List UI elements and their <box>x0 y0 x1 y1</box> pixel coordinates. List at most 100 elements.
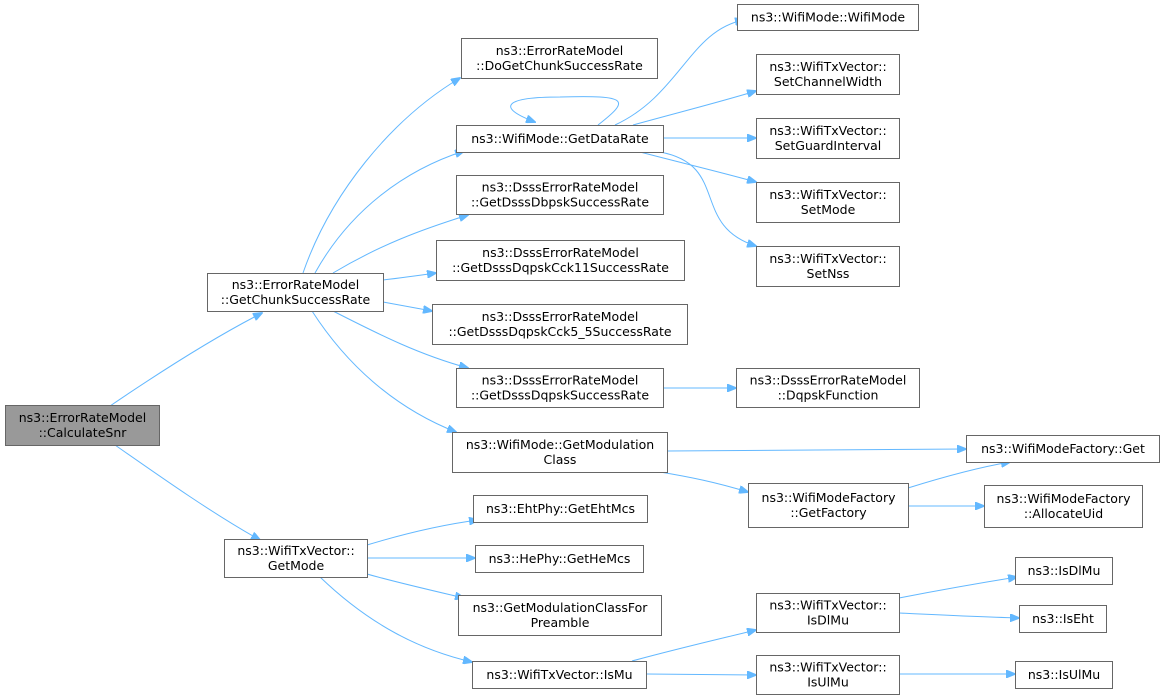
node-label: ns3::HePhy::GetHeMcs <box>489 551 631 566</box>
node-label: ::DoGetChunkSuccessRate <box>476 58 643 73</box>
node-label: ns3::IsEht <box>1032 611 1094 626</box>
node-label: ns3::IsDlMu <box>1028 563 1101 578</box>
edge-calcSnr-to-txGetMode <box>114 444 260 540</box>
node-isMu[interactable]: ns3::WifiTxVector::IsMu <box>472 661 647 689</box>
node-label: SetNss <box>807 266 850 281</box>
node-cck55[interactable]: ns3::DsssErrorRateModel::GetDsssDqpskCck… <box>432 304 688 345</box>
node-label: ns3::WifiModeFactory::Get <box>981 441 1145 456</box>
node-isDlMu[interactable]: ns3::IsDlMu <box>1015 557 1113 585</box>
node-box <box>472 661 647 689</box>
node-wifiModeCtor[interactable]: ns3::WifiMode::WifiMode <box>737 4 919 31</box>
edge-txGetMode-to-isMu <box>319 576 472 662</box>
node-label: ns3::ErrorRateModel <box>496 43 623 58</box>
node-box <box>984 485 1143 528</box>
node-allocUid[interactable]: ns3::WifiModeFactory::AllocateUid <box>984 485 1143 528</box>
edge-getChunk-to-getModClass <box>311 310 456 432</box>
node-txGetMode[interactable]: ns3::WifiTxVector::GetMode <box>224 539 368 578</box>
node-box <box>461 38 658 79</box>
node-box <box>475 545 644 573</box>
edge-getChunk-to-dqpsk <box>332 310 468 368</box>
edge-getModClass-to-factoryGet <box>666 449 966 451</box>
node-box <box>5 405 160 446</box>
node-box <box>748 483 909 528</box>
node-label: ns3::WifiTxVector::IsMu <box>486 667 632 682</box>
node-label: ns3::GetModulationClassFor <box>473 600 649 615</box>
node-box <box>756 54 900 95</box>
edge-getDataRate-to-setMode <box>639 151 756 182</box>
node-getEhtMcs[interactable]: ns3::EhtPhy::GetEhtMcs <box>473 495 648 523</box>
edge-getChunk-to-doGetChunk <box>302 78 460 274</box>
node-factoryGet[interactable]: ns3::WifiModeFactory::Get <box>966 435 1160 463</box>
node-label: IsUlMu <box>807 675 849 690</box>
node-box <box>756 246 900 287</box>
node-label: ns3::DsssErrorRateModel <box>482 309 639 324</box>
node-box <box>1015 557 1113 585</box>
node-label: ::GetDsssDqpskCck11SuccessRate <box>452 260 669 275</box>
node-isUlMu[interactable]: ns3::IsUlMu <box>1015 661 1113 689</box>
node-box <box>432 304 688 345</box>
node-getFactory[interactable]: ns3::WifiModeFactory::GetFactory <box>748 483 909 528</box>
node-label: SetChannelWidth <box>774 74 882 89</box>
node-txIsUlMu[interactable]: ns3::WifiTxVector::IsUlMu <box>756 655 900 695</box>
node-label: ns3::WifiModeFactory <box>997 491 1132 506</box>
node-getHeMcs[interactable]: ns3::HePhy::GetHeMcs <box>475 545 644 573</box>
node-label: ns3::WifiTxVector:: <box>769 598 886 613</box>
node-label: ns3::DsssErrorRateModel <box>482 373 639 388</box>
edge-getFactory-to-factoryGet <box>907 462 1010 489</box>
node-txIsDlMu[interactable]: ns3::WifiTxVector::IsDlMu <box>756 593 900 633</box>
node-box <box>756 655 900 695</box>
node-dqpskFn[interactable]: ns3::DsssErrorRateModel::DqpskFunction <box>736 368 920 408</box>
node-getDataRate[interactable]: ns3::WifiMode::GetDataRate <box>456 125 664 153</box>
node-label: ns3::WifiTxVector:: <box>769 660 886 675</box>
node-box <box>456 368 664 408</box>
edge-txGetMode-to-getModClassPre <box>366 573 464 598</box>
edge-getChunk-to-cck55 <box>382 301 432 311</box>
node-box <box>224 539 368 578</box>
node-setNss[interactable]: ns3::WifiTxVector::SetNss <box>756 246 900 287</box>
node-box <box>456 175 664 215</box>
node-box <box>456 125 664 153</box>
node-label: ns3::WifiTxVector:: <box>237 543 354 558</box>
node-label: ns3::WifiMode::WifiMode <box>751 10 906 25</box>
edge-txGetMode-to-getEhtMcs <box>366 520 478 546</box>
node-label: ns3::DsssErrorRateModel <box>482 245 639 260</box>
node-label: ::AllocateUid <box>1024 506 1103 521</box>
node-box <box>207 273 384 312</box>
node-label: Class <box>544 452 577 467</box>
node-getModClass[interactable]: ns3::WifiMode::GetModulationClass <box>452 432 668 473</box>
node-box <box>737 4 919 31</box>
node-label: ns3::IsUlMu <box>1028 667 1100 682</box>
node-setMode[interactable]: ns3::WifiTxVector::SetMode <box>756 182 900 223</box>
edge-getDataRate-to-wifiModeCtor <box>614 20 744 126</box>
node-label: ::GetFactory <box>790 505 867 520</box>
node-label: ::GetDsssDqpskSuccessRate <box>471 388 649 403</box>
node-label: ::GetDsssDqpskCck5_5SuccessRate <box>448 324 671 339</box>
node-dqpsk[interactable]: ns3::DsssErrorRateModel::GetDsssDqpskSuc… <box>456 368 664 408</box>
node-label: SetMode <box>801 202 856 217</box>
node-cck11[interactable]: ns3::DsssErrorRateModel::GetDsssDqpskCck… <box>436 240 685 281</box>
node-label: Preamble <box>531 615 590 630</box>
edge-calcSnr-to-getChunk <box>109 313 262 407</box>
edge-getChunk-to-dbpsk <box>332 215 468 274</box>
node-calcSnr[interactable]: ns3::ErrorRateModel::CalculateSnr <box>5 405 160 446</box>
node-box <box>756 118 900 159</box>
node-dbpsk[interactable]: ns3::DsssErrorRateModel::GetDsssDbpskSuc… <box>456 175 664 215</box>
node-box <box>458 595 662 636</box>
node-label: ns3::WifiTxVector:: <box>769 251 886 266</box>
edge-isMu-to-txIsDlMu <box>631 630 756 662</box>
node-label: ns3::ErrorRateModel <box>19 410 146 425</box>
node-label: ns3::WifiModeFactory <box>762 490 897 505</box>
edge-getDataRate-to-setNss <box>659 151 756 246</box>
node-setGuard[interactable]: ns3::WifiTxVector::SetGuardInterval <box>756 118 900 159</box>
node-doGetChunk[interactable]: ns3::ErrorRateModel::DoGetChunkSuccessRa… <box>461 38 658 79</box>
node-label: ns3::WifiTxVector:: <box>769 59 886 74</box>
node-label: ns3::WifiTxVector:: <box>769 187 886 202</box>
node-getChunk[interactable]: ns3::ErrorRateModel::GetChunkSuccessRate <box>207 273 384 312</box>
node-isEht[interactable]: ns3::IsEht <box>1019 605 1107 633</box>
node-label: ::CalculateSnr <box>39 425 128 440</box>
node-box <box>736 368 920 408</box>
node-setChanWidth[interactable]: ns3::WifiTxVector::SetChannelWidth <box>756 54 900 95</box>
edge-txIsDlMu-to-isEht <box>898 612 1019 618</box>
